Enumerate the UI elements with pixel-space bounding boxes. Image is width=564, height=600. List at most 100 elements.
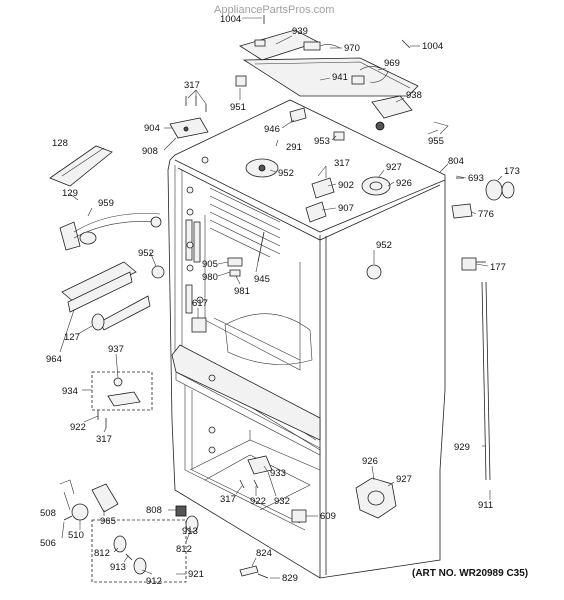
callout-317-bottom: 317 <box>220 494 236 505</box>
tube-929 <box>481 281 491 481</box>
callout-911: 911 <box>478 500 493 511</box>
cabinet <box>167 99 446 579</box>
fan-952-top <box>245 158 279 178</box>
art-number: (ART NO. WR20989 C35) <box>412 568 529 579</box>
callout-937: 937 <box>108 344 124 355</box>
bracket-904 <box>169 117 209 139</box>
part-965 <box>91 483 119 513</box>
callout-952-right: 952 <box>376 240 392 251</box>
callout-941: 941 <box>332 72 348 83</box>
fan-926-927 <box>361 176 391 196</box>
callout-508: 508 <box>40 508 56 519</box>
callout-964: 964 <box>46 354 62 365</box>
callout-933: 933 <box>270 468 286 479</box>
callout-921: 921 <box>188 569 204 580</box>
part-776 <box>451 203 473 219</box>
callout-938: 938 <box>406 90 422 101</box>
wire-harness-969 <box>351 66 389 85</box>
callout-labels: 1004 939 970 1004 317 941 969 951 938 90… <box>40 14 520 587</box>
callout-317-top: 317 <box>184 80 200 91</box>
callout-965: 965 <box>100 516 116 527</box>
callout-922-bottom: 922 <box>250 496 266 507</box>
callout-953: 953 <box>314 136 330 147</box>
callout-317-mid: 317 <box>334 158 350 169</box>
callout-913-left: 913 <box>110 562 126 573</box>
callout-932: 932 <box>274 496 290 507</box>
callout-946: 946 <box>264 124 280 135</box>
wire-harness-970 <box>303 41 341 51</box>
module-938 <box>371 95 413 131</box>
part-945 <box>257 231 265 263</box>
callout-926-top: 926 <box>396 178 412 189</box>
damper-952-left <box>150 216 165 279</box>
callout-908: 908 <box>142 146 158 157</box>
callout-902: 902 <box>338 180 354 191</box>
part-177 <box>461 257 486 271</box>
callout-926-bottom: 926 <box>362 456 378 467</box>
damper-952-right <box>366 264 382 280</box>
rail-824 <box>239 565 269 579</box>
screws-317-a <box>185 96 207 112</box>
cover-941 <box>242 57 419 97</box>
callout-127: 127 <box>64 332 80 343</box>
brackets-902-907 <box>305 177 335 223</box>
fan-926-927-lower <box>355 477 397 519</box>
part-617 <box>191 317 207 333</box>
callout-952-top: 952 <box>278 168 294 179</box>
callout-812-left: 812 <box>94 548 110 559</box>
callout-177: 177 <box>490 262 506 273</box>
callout-939: 939 <box>292 26 308 37</box>
part-128 <box>49 145 113 187</box>
parts-933-932-922 <box>239 455 273 489</box>
callout-128: 128 <box>52 138 68 149</box>
callout-913-right: 913 <box>182 526 198 537</box>
part-808 <box>175 505 187 517</box>
part-946 <box>289 107 307 123</box>
callout-829: 829 <box>282 573 298 584</box>
callout-1004-top: 1004 <box>220 14 241 25</box>
screws-922-317 <box>97 410 107 428</box>
callout-912: 912 <box>146 576 162 587</box>
callout-129: 129 <box>62 188 78 199</box>
callout-291: 291 <box>286 142 302 153</box>
watermark: AppliancePartsPros.com <box>214 4 335 16</box>
thermistor-905-980 <box>227 257 243 277</box>
callout-905: 905 <box>202 259 218 270</box>
callout-980: 980 <box>202 272 218 283</box>
callout-907: 907 <box>338 203 354 214</box>
callout-510: 510 <box>68 530 84 541</box>
part-951 <box>235 75 247 87</box>
part-173 <box>485 179 515 201</box>
screw-1004-b <box>401 39 411 49</box>
callout-969: 969 <box>384 58 400 69</box>
callout-808: 808 <box>146 505 162 516</box>
callout-959: 959 <box>98 198 114 209</box>
callout-506: 506 <box>40 538 56 549</box>
callout-970: 970 <box>344 43 360 54</box>
part-953 <box>333 131 345 141</box>
callout-952-left: 952 <box>138 248 154 259</box>
part-609 <box>291 509 307 523</box>
evaporator-fins <box>209 187 281 258</box>
callout-927-bottom: 927 <box>396 474 412 485</box>
part-129-959 <box>59 213 161 251</box>
assembly-921 <box>91 519 187 583</box>
callout-804: 804 <box>448 156 464 167</box>
callout-929: 929 <box>454 442 470 453</box>
callout-955: 955 <box>428 136 444 147</box>
leader-lines <box>59 17 503 579</box>
part-510-506 <box>63 503 89 521</box>
callout-981: 981 <box>234 286 250 297</box>
callout-1004-right: 1004 <box>422 41 443 52</box>
part-955 <box>433 121 449 135</box>
callout-927-top: 927 <box>386 162 402 173</box>
callout-776: 776 <box>478 209 494 220</box>
callout-173: 173 <box>504 166 520 177</box>
callout-693: 693 <box>468 173 484 184</box>
callout-904: 904 <box>144 123 160 134</box>
callout-317-left: 317 <box>96 434 112 445</box>
callout-824: 824 <box>256 548 272 559</box>
callout-945: 945 <box>254 274 270 285</box>
assembly-934 <box>91 371 153 411</box>
